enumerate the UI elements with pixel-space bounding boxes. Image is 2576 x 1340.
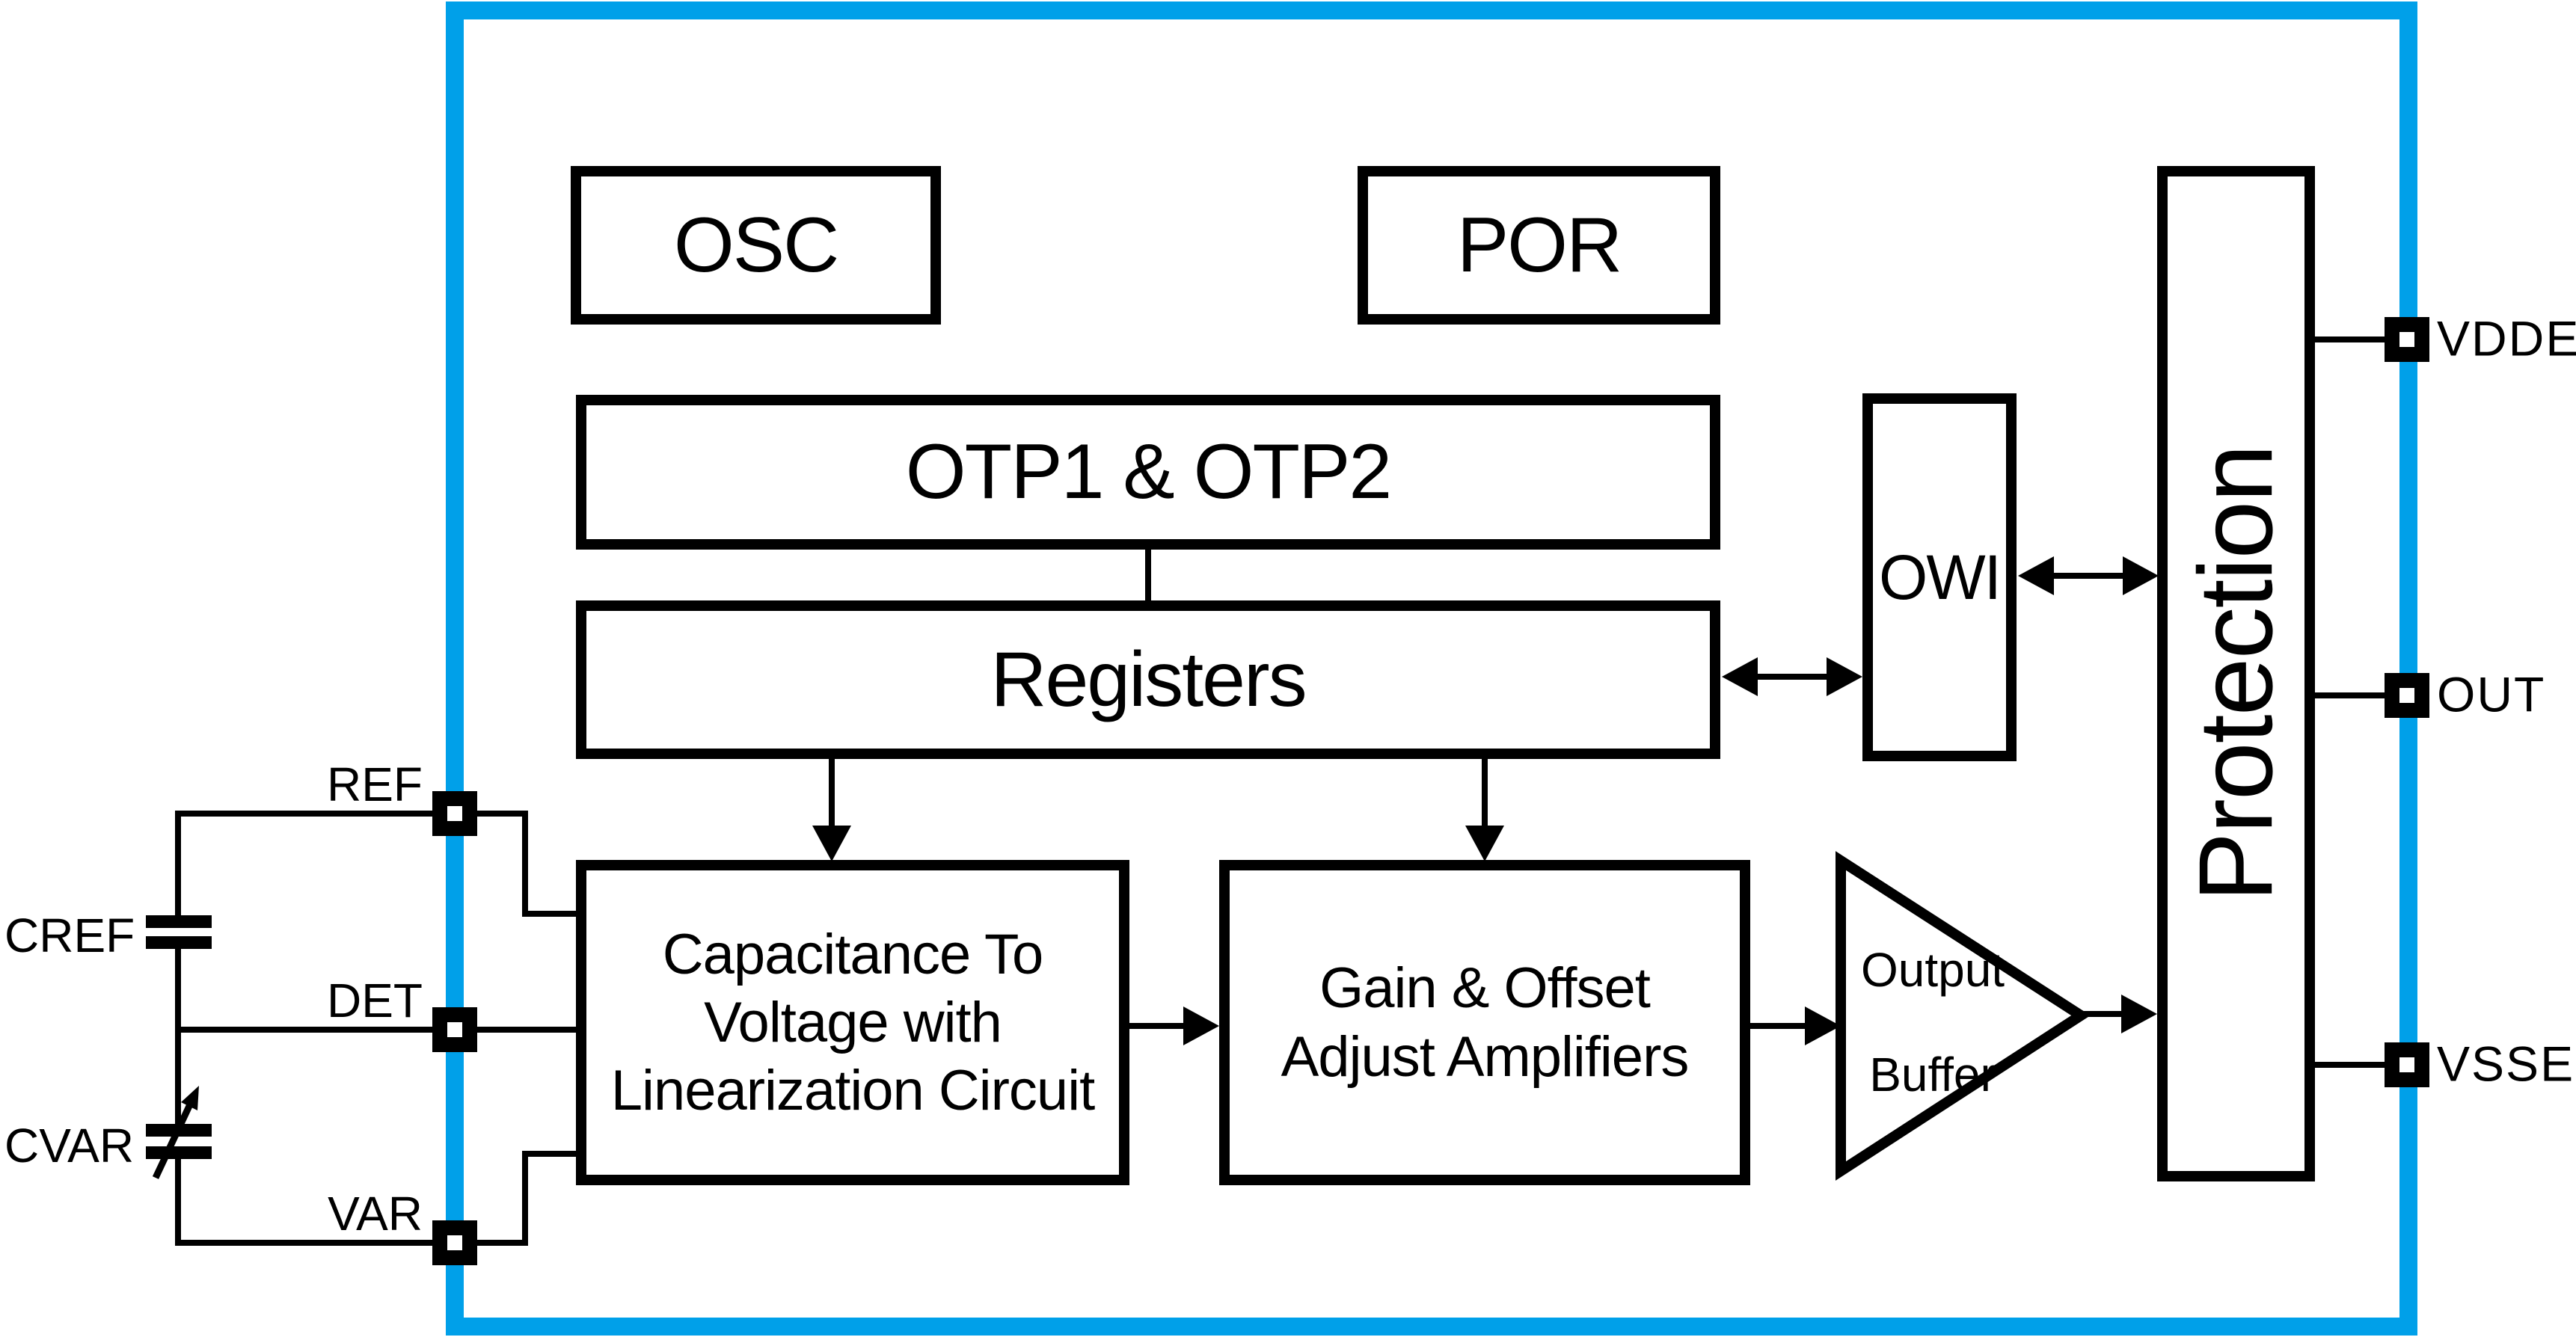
block-otp: OTP1 & OTP2 [576,395,1720,550]
block-cap-to-voltage: Capacitance To Voltage with Linearizatio… [576,860,1129,1185]
block-por-label: POR [1456,201,1622,289]
pin-label-vdde: VDDE [2437,310,2576,366]
gain-offset-line2: Adjust Amplifiers [1281,1024,1690,1089]
wire-var-inside-v [522,1151,528,1246]
wire-trunk-d [175,1159,181,1246]
output-buffer-triangle-icon [1836,851,2091,1181]
arrow-registers-to-cap-shaft [829,759,835,828]
wire-var-inside-h1 [477,1240,528,1246]
arrow-registers-owi-right-head-icon [1827,657,1862,696]
arrow-owi-protection-left-head-icon [2018,556,2054,595]
arrow-cap-to-gain-head-icon [1183,1006,1219,1045]
wire-det-outside [175,1027,438,1033]
arrow-owi-protection-shaft [2051,573,2126,579]
arrow-registers-to-gain-shaft [1482,759,1488,828]
block-osc: OSC [571,166,941,325]
block-owi: OWI [1862,393,2017,761]
block-otp-label: OTP1 & OTP2 [905,428,1392,516]
wire-ref-inside-h1 [477,811,528,817]
pin-ref-icon [432,791,477,836]
arrow-registers-owi-left-head-icon [1722,657,1758,696]
block-registers-label: Registers [990,636,1307,723]
wire-var-outside [175,1240,438,1246]
cvar-label: CVAR [4,1119,135,1172]
arrow-buffer-to-protection-shaft [2081,1011,2124,1017]
wire-ref-outside [175,811,438,817]
block-output-buffer: Output Buffer [1844,944,2021,1101]
pin-label-ref: REF [327,757,423,811]
block-por: POR [1358,166,1720,325]
block-protection-label: Protection [2177,445,2295,903]
pin-vdde-icon [2385,317,2429,362]
cref-label: CREF [4,909,135,962]
cap-to-voltage-line3: Linearization Circuit [610,1059,1095,1123]
block-registers: Registers [576,600,1720,759]
wire-vsse [2315,1062,2386,1068]
arrow-owi-protection-right-head-icon [2123,556,2159,595]
block-owi-label: OWI [1879,541,2002,612]
pin-label-det: DET [327,974,423,1027]
wire-var-inside-h2 [522,1151,582,1157]
cref-capacitor-top-plate-icon [146,915,212,928]
arrow-cap-to-gain-shaft [1129,1023,1186,1029]
output-buffer-line2: Buffer [1869,1047,1996,1101]
chip-boundary [446,1,2417,1336]
wire-trunk-c [175,1033,181,1124]
arrow-registers-to-gain-head-icon [1465,826,1504,861]
block-gain-offset: Gain & Offset Adjust Amplifiers [1219,860,1750,1185]
wire-out [2315,692,2386,698]
cref-capacitor-bottom-plate-icon [146,936,212,949]
pin-vsse-icon [2385,1042,2429,1087]
cvar-variable-arrow-icon [152,1086,199,1179]
wire-det-inside [477,1027,582,1033]
block-osc-label: OSC [673,201,839,289]
cap-to-voltage-line2: Voltage with [704,990,1002,1054]
wire-trunk-a [175,811,181,915]
wire-ref-inside-h2 [522,911,582,917]
pin-det-icon [432,1007,477,1052]
output-buffer-line1: Output [1860,943,2005,997]
wire-ref-inside-v [522,811,528,917]
block-protection: Protection [2157,166,2315,1181]
wire-vdde [2315,336,2386,342]
arrow-registers-to-cap-head-icon [812,826,851,861]
gain-offset-line1: Gain & Offset [1319,956,1651,1021]
arrow-buffer-to-protection-head-icon [2121,995,2157,1033]
wire-trunk-b [175,949,181,1033]
arrow-gain-to-buffer-head-icon [1805,1006,1841,1045]
pin-var-icon [432,1220,477,1265]
arrow-gain-to-buffer-shaft [1750,1023,1807,1029]
pin-label-out: OUT [2437,666,2546,722]
pin-label-vsse: VSSE [2437,1036,2575,1092]
arrow-registers-owi-shaft [1755,674,1830,680]
pin-out-icon [2385,673,2429,718]
pin-label-var: VAR [328,1187,423,1241]
cap-to-voltage-line1: Capacitance To [662,922,1043,986]
wire-otp-to-registers [1145,550,1151,602]
